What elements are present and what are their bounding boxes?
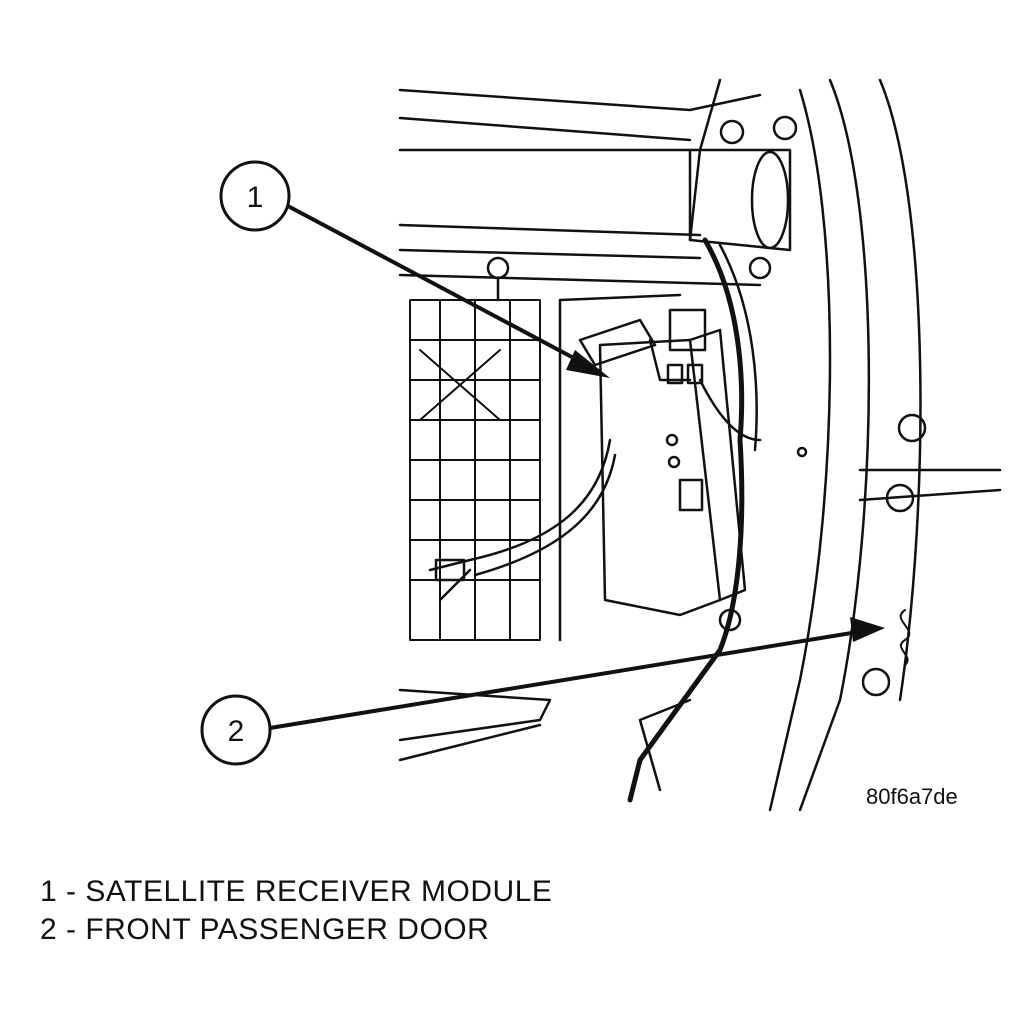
callout-1-leader [284,203,602,374]
callout-2-leader [268,628,872,730]
figure-id: 80f6a7de [866,784,958,809]
cross-tube [688,148,792,252]
legend: 1 - SATELLITE RECEIVER MODULE 2 - FRONT … [40,873,552,949]
door-bolt-upper [897,413,927,443]
door-bolt-lower [861,667,891,697]
door-pillar-inner [768,88,832,812]
door-bolt-mid [885,483,915,513]
callout-1-arrowhead [566,350,610,378]
callout-2-arrowhead [850,617,885,642]
door-pillar-outer [798,78,871,812]
callout-2-circle [200,694,272,766]
callout-1-circle [219,160,291,232]
bolt-top-right [772,115,798,141]
legend-item-1: 1 - SATELLITE RECEIVER MODULE [40,875,553,908]
dash-bolt [486,256,510,280]
bolt-mid [748,256,772,280]
callout-2-number: 2 [228,715,245,748]
upper-frame-rail [398,88,762,112]
grille [409,299,541,641]
legend-item-2: 2 - FRONT PASSENGER DOOR [40,913,490,946]
receiver-module-box [598,338,722,617]
bolt-top-left [719,119,745,145]
callout-1-number: 1 [247,181,264,214]
wiring-harness [627,237,745,803]
door-edge-tilde [899,609,911,666]
